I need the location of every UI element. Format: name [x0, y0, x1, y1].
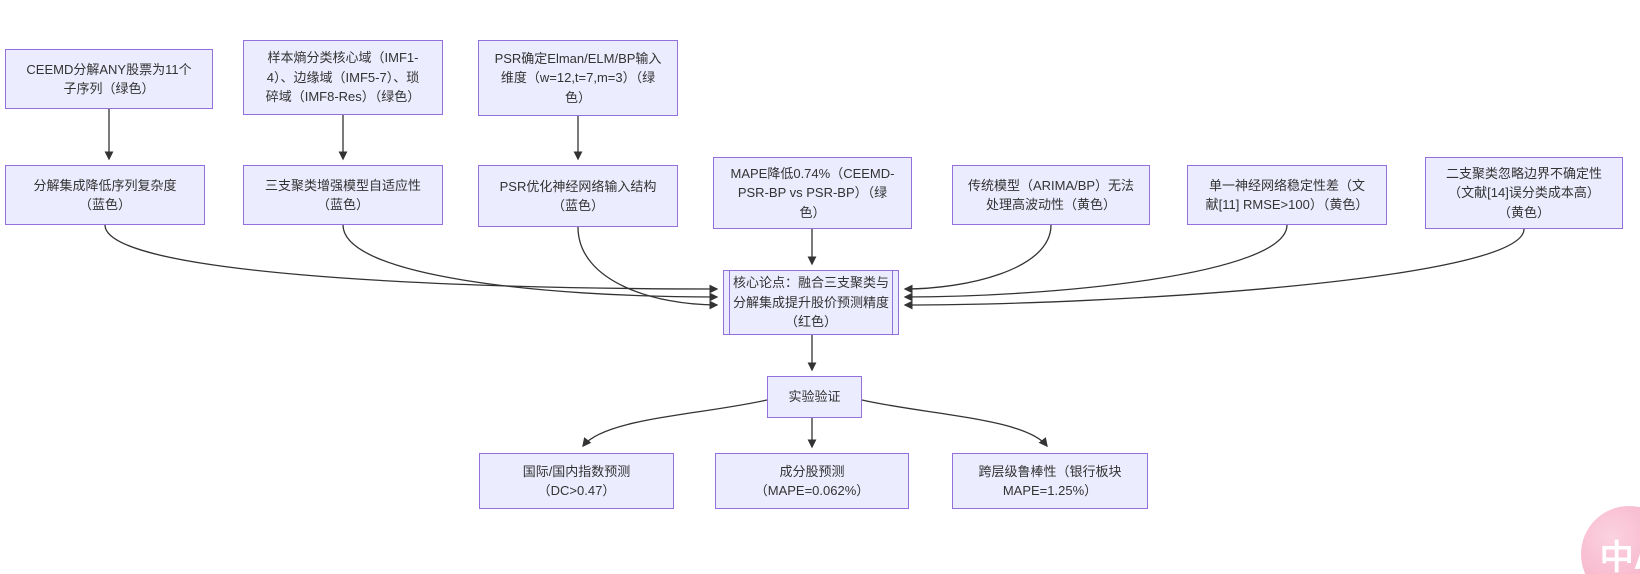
edge-twc-core: [342, 224, 719, 302]
edge-single-core: [903, 224, 1288, 302]
node-component-stock-prediction: 成分股预测 （MAPE=0.062%）: [715, 453, 909, 509]
node-core-thesis: 核心论点：融合三支聚类与 分解集成提升股价预测精度 （红色）: [723, 270, 899, 335]
node-two-way-clustering-limit: 二支聚类忽略边界不确定性 （文献[14]误分类成本高） （黄色）: [1425, 157, 1623, 229]
node-single-nn-instability: 单一神经网络稳定性差（文 献[11] RMSE>100）（黄色）: [1187, 165, 1387, 225]
translate-badge-label: 中A: [1599, 538, 1640, 574]
edge-decomp-core: [104, 224, 719, 294]
edge-twoway-core: [903, 228, 1525, 310]
node-experiment-validation: 实验验证: [767, 376, 862, 418]
node-mape-reduction: MAPE降低0.74%（CEEMD- PSR-BP vs PSR-BP）（绿 色…: [713, 157, 912, 229]
node-ceemd-decomposition: CEEMD分解ANY股票为11个 子序列（绿色）: [5, 49, 213, 109]
node-three-way-clustering: 三支聚类增强模型自适应性 （蓝色）: [243, 165, 443, 225]
node-cross-level-robustness: 跨层级鲁棒性（银行板块 MAPE=1.25%）: [952, 453, 1148, 509]
node-sample-entropy: 样本熵分类核心域（IMF1- 4）、边缘域（IMF5-7）、琐 碎域（IMF8-…: [243, 40, 443, 115]
node-psr-input-dimension: PSR确定Elman/ELM/BP输入 维度（w=12,t=7,m=3）（绿 色…: [478, 40, 678, 116]
edge-validate-robust: [861, 399, 1048, 448]
edge-validate-index: [582, 399, 768, 448]
node-psr-optimization: PSR优化神经网络输入结构 （蓝色）: [478, 165, 678, 227]
edge-arima-core: [903, 224, 1052, 294]
node-traditional-model-limit: 传统模型（ARIMA/BP）无法 处理高波动性（黄色）: [952, 165, 1150, 225]
node-decomposition-benefit: 分解集成降低序列复杂度 （蓝色）: [5, 165, 205, 225]
edge-psropt-core: [577, 226, 719, 310]
node-index-prediction: 国际/国内指数预测 （DC>0.47）: [479, 453, 674, 509]
translate-badge[interactable]: 中A: [1581, 506, 1640, 574]
